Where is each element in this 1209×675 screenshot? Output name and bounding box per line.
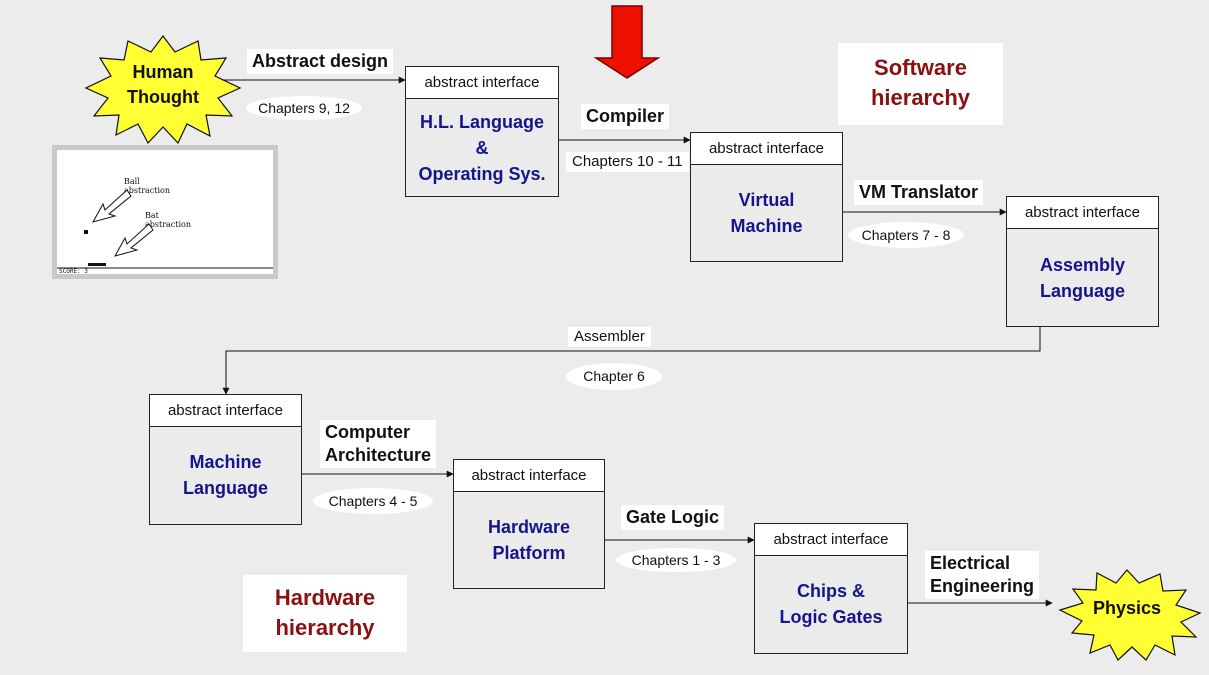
assembly-language-line-1: Assembly [1039, 255, 1126, 275]
gate-logic-line-1: Gate Logic [626, 507, 720, 527]
compiler-chapters: Chapters 10 - 11 [566, 152, 689, 172]
bat-label-line-2: abstraction [145, 220, 192, 229]
computer-architecture-label: Computer Architecture [320, 420, 437, 468]
assembly-language-box: abstract interface Assembly Language [1006, 196, 1159, 327]
assembler-chapters: Chapter 6 [566, 363, 662, 390]
hardware-hierarchy-title: Hardware hierarchy [243, 575, 407, 652]
hl-language-line-1: H.L. Language [419, 112, 544, 132]
assembler-line-1: Assembler [574, 328, 645, 345]
vm-translator-label: VM Translator [854, 180, 984, 205]
pong-game-screen: Ball abstraction Bat abstraction SCORE: … [57, 150, 273, 275]
machine-language-title: Machine Language [150, 427, 301, 501]
virtual-machine-line-1: Virtual [738, 190, 795, 210]
pong-ball [84, 230, 88, 234]
assembly-language-line-2: Language [1039, 281, 1125, 301]
hardware-platform-header: abstract interface [454, 460, 604, 492]
chips-logic-gates-box: abstract interface Chips & Logic Gates [754, 523, 908, 654]
pong-bat [88, 263, 106, 266]
human-thought-line-2: Thought [127, 87, 199, 107]
vm-translator-chapters: Chapters 7 - 8 [848, 222, 964, 248]
chips-logic-gates-line-2: Logic Gates [779, 607, 883, 627]
physics-starburst [1058, 569, 1202, 661]
ball-abstraction-label: Ball abstraction [124, 177, 170, 195]
hardware-hierarchy-line-1: Hardware [274, 585, 376, 610]
vm-translator-line-1: VM Translator [859, 182, 979, 202]
hl-language-box: abstract interface H.L. Language & Opera… [405, 66, 559, 197]
physics-label: Physics [1082, 596, 1172, 621]
human-thought-label: Human Thought [113, 60, 213, 110]
abstract-design-line-1: Abstract design [252, 51, 389, 71]
thumbnail-arrows [57, 189, 273, 269]
bat-abstraction-label: Bat abstraction [145, 211, 191, 229]
pong-score: SCORE: 3 [59, 268, 88, 275]
electrical-engineering-label: Electrical Engineering [925, 551, 1040, 599]
bat-pointer-arrow [113, 223, 154, 257]
virtual-machine-title: Virtual Machine [691, 165, 842, 239]
ball-label-line-1: Ball [124, 177, 140, 186]
hardware-platform-box: abstract interface Hardware Platform [453, 459, 605, 589]
compiler-line-1: Compiler [586, 106, 665, 126]
software-hierarchy-line-2: hierarchy [870, 85, 971, 110]
gate-logic-label: Gate Logic [621, 505, 725, 530]
electrical-engineering-line-2: Engineering [930, 576, 1035, 596]
hardware-hierarchy-line-2: hierarchy [275, 615, 375, 640]
pong-game-thumbnail: Ball abstraction Bat abstraction SCORE: … [52, 145, 278, 279]
hl-language-line-3: Operating Sys. [418, 164, 546, 184]
ball-pointer-arrow [91, 189, 132, 223]
red-down-arrow [593, 5, 661, 79]
computer-architecture-line-1: Computer [325, 422, 410, 442]
hl-language-header: abstract interface [406, 67, 558, 99]
machine-language-box: abstract interface Machine Language [149, 394, 302, 525]
assembly-language-header: abstract interface [1007, 197, 1158, 229]
software-hierarchy-line-1: Software [874, 55, 967, 80]
ball-label-line-2: abstraction [124, 186, 171, 195]
bat-label-line-1: Bat [145, 211, 159, 220]
virtual-machine-header: abstract interface [691, 133, 842, 165]
software-hierarchy-title: Software hierarchy [838, 43, 1003, 125]
hl-language-line-2: & [475, 138, 489, 158]
assembly-language-title: Assembly Language [1007, 229, 1158, 304]
chips-logic-gates-header: abstract interface [755, 524, 907, 556]
machine-language-header: abstract interface [150, 395, 301, 427]
machine-language-line-1: Machine [189, 452, 262, 472]
virtual-machine-box: abstract interface Virtual Machine [690, 132, 843, 262]
gate-logic-chapters: Chapters 1 - 3 [616, 548, 736, 572]
computer-architecture-chapters: Chapters 4 - 5 [313, 488, 433, 514]
hardware-platform-line-2: Platform [492, 543, 566, 563]
human-thought-line-1: Human [132, 62, 194, 82]
machine-language-line-2: Language [182, 478, 268, 498]
computer-architecture-line-2: Architecture [325, 445, 432, 465]
human-thought-starburst [84, 35, 242, 145]
hardware-platform-title: Hardware Platform [454, 492, 604, 566]
chips-logic-gates-title: Chips & Logic Gates [755, 556, 907, 630]
edge-assembler [222, 327, 1041, 395]
chips-logic-gates-line-1: Chips & [796, 581, 865, 601]
compiler-label: Compiler [581, 104, 670, 129]
abstract-design-label: Abstract design [247, 49, 394, 74]
virtual-machine-line-2: Machine [730, 216, 803, 236]
assembler-label: Assembler [568, 327, 651, 347]
abstract-design-chapters: Chapters 9, 12 [246, 96, 362, 120]
physics-line-1: Physics [1092, 598, 1162, 618]
electrical-engineering-line-1: Electrical [930, 553, 1011, 573]
hl-language-title: H.L. Language & Operating Sys. [406, 99, 558, 187]
hardware-platform-line-1: Hardware [487, 517, 571, 537]
